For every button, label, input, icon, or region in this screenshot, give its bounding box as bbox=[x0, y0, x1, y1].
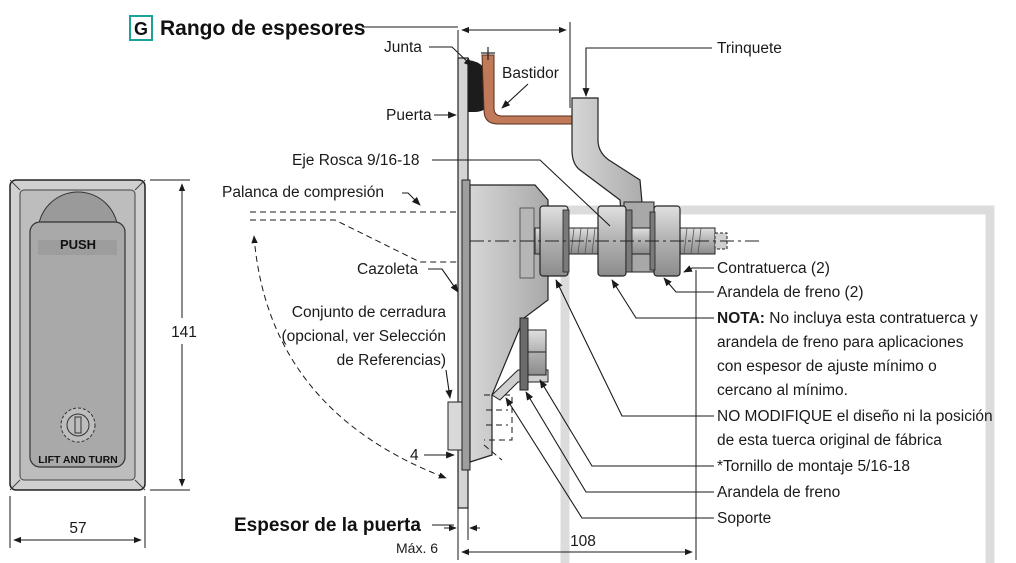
offset-value: 4 bbox=[410, 447, 419, 464]
label-cerradura-3: de Referencias) bbox=[337, 352, 446, 369]
label-eje: Eje Rosca 9/16-18 bbox=[292, 152, 420, 169]
label-puerta: Puerta bbox=[386, 107, 432, 124]
label-tornillo: *Tornillo de montaje 5/16-18 bbox=[717, 458, 910, 475]
label-soporte: Soporte bbox=[717, 510, 771, 527]
section-badge-letter: G bbox=[134, 19, 148, 39]
cup-housing bbox=[461, 179, 471, 471]
lock-cylinder-icon bbox=[60, 407, 96, 443]
note-line-1: NOTA: No incluya esta contratuerca y bbox=[717, 310, 978, 327]
label-trinquete: Trinquete bbox=[717, 40, 782, 57]
push-label: PUSH bbox=[60, 237, 96, 252]
section-badge bbox=[129, 15, 153, 41]
label-arandela-freno-2: Arandela de freno (2) bbox=[717, 284, 863, 301]
label-cerradura-1: Conjunto de cerradura bbox=[292, 304, 447, 321]
note-text-1: No incluya esta contratuerca y bbox=[765, 310, 978, 327]
label-cerradura-2: (opcional, ver Selección bbox=[281, 328, 446, 345]
label-contratuerca: Contratuerca (2) bbox=[717, 260, 830, 277]
front-view-handle: PUSH LIFT AND TURN bbox=[9, 179, 146, 491]
door-thickness-max: Máx. 6 bbox=[396, 540, 438, 556]
lock-assembly-outline bbox=[447, 401, 463, 451]
body-housing bbox=[469, 184, 549, 463]
lock-washer bbox=[519, 317, 529, 391]
lever-swing-arc bbox=[251, 235, 447, 479]
height-dimension: 141 bbox=[150, 179, 201, 491]
height-value: 141 bbox=[171, 324, 197, 341]
label-bastidor: Bastidor bbox=[502, 65, 559, 82]
note-bold: NOTA: bbox=[717, 310, 765, 327]
note-line-3: con espesor de ajuste mínimo o bbox=[717, 358, 937, 375]
width-dimension: 57 bbox=[9, 496, 146, 548]
door-thickness-label: Espesor de la puerta bbox=[234, 515, 421, 536]
label-palanca: Palanca de compresión bbox=[222, 184, 384, 201]
label-junta: Junta bbox=[384, 39, 422, 56]
note-line-4: cercano al mínimo. bbox=[717, 382, 848, 399]
label-no-modifique-2: de esta tuerca original de fábrica bbox=[717, 432, 942, 449]
label-cazoleta: Cazoleta bbox=[357, 261, 419, 278]
note-line-2: arandela de freno para aplicaciones bbox=[717, 334, 964, 351]
width-value: 57 bbox=[69, 520, 86, 537]
label-arandela-freno: Arandela de freno bbox=[717, 484, 840, 501]
bracket bbox=[491, 369, 549, 401]
depth-value: 108 bbox=[570, 533, 596, 550]
label-no-modifique-1: NO MODIFIQUE el diseño ni la posición bbox=[717, 408, 993, 425]
lever-outline-dashed bbox=[250, 211, 458, 263]
lift-and-turn-label: LIFT AND TURN bbox=[38, 454, 118, 466]
title: Rango de espesores bbox=[160, 17, 365, 40]
